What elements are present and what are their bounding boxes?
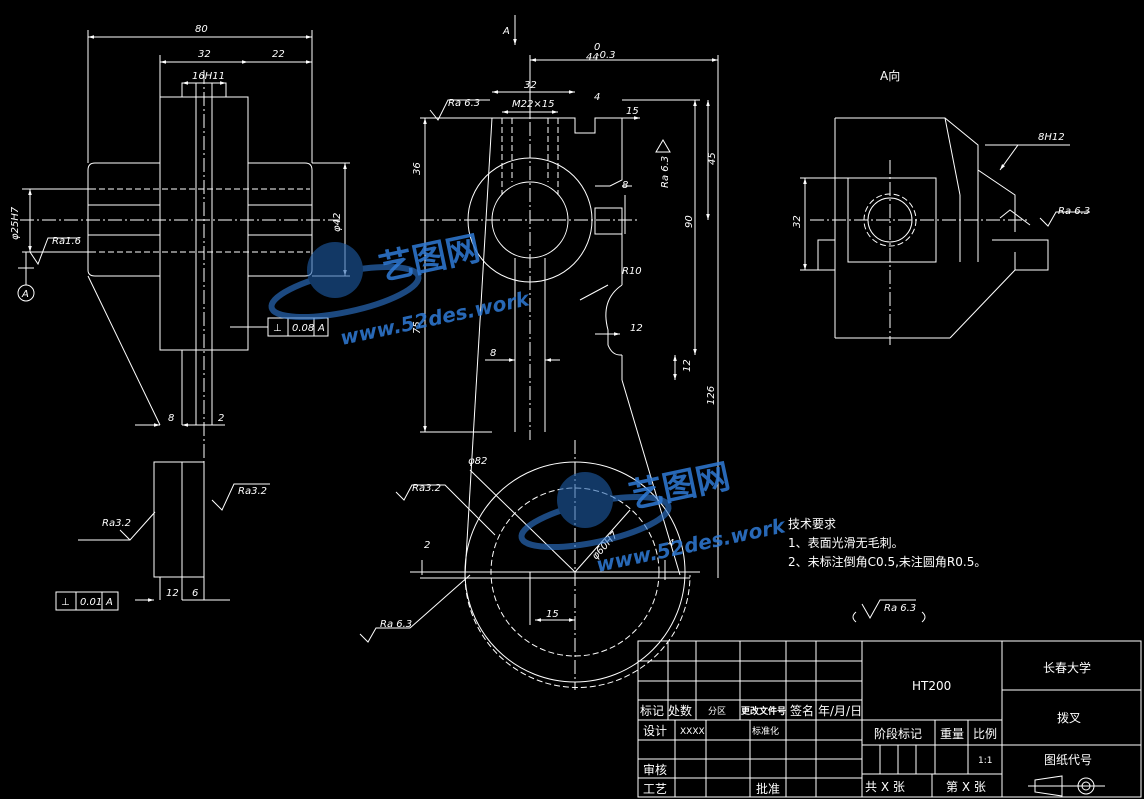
- dim-bore: φ25H7: [10, 206, 21, 240]
- rev-col-zone: 分区: [708, 706, 726, 717]
- dim-d8: 8: [622, 180, 628, 191]
- dim-thread: M22×15: [512, 99, 554, 110]
- roughness-ra63c: Ra 6.3: [380, 619, 412, 630]
- dim-r10: R10: [622, 266, 642, 277]
- rev-col-sign: 签名: [790, 703, 814, 718]
- dim-d12: 12: [630, 323, 643, 334]
- dim-w6: 6: [192, 588, 198, 599]
- sheet-no: 第 X 张: [946, 780, 986, 794]
- watermark-url-1: www.52des.work: [338, 286, 533, 350]
- approve-label: 批准: [756, 781, 780, 796]
- roughness-ra63a: Ra 6.3: [448, 98, 480, 109]
- watermark-brand-2: 艺图网: [626, 456, 734, 516]
- dim-d32: 32: [792, 215, 803, 228]
- standard-label: 标准化: [752, 725, 779, 737]
- dim-d4: 4: [594, 92, 600, 103]
- dim-h75: 75: [412, 321, 423, 334]
- dim-d82: φ82: [468, 456, 487, 467]
- dim-total: 80: [195, 24, 208, 35]
- tol2-datum: A: [105, 597, 113, 608]
- tech-notes-line2: 2、未标注倒角C0.5,未注圆角R0.5。: [788, 554, 986, 569]
- dim-w32: 32: [524, 80, 537, 91]
- school: 长春大学: [1043, 660, 1091, 675]
- a-view-text: A向 8H12 32 Ra 6.3: [792, 68, 1090, 228]
- stage-label: 阶段标记: [874, 726, 922, 741]
- dim-w12: 12: [166, 588, 179, 599]
- dim-gap: 2: [218, 413, 224, 424]
- rev-col-count: 处数: [668, 703, 692, 718]
- general-roughness-label: Ra 6.3: [884, 603, 916, 614]
- a-view-title: A向: [880, 68, 900, 83]
- tol1-datum: A: [317, 323, 325, 334]
- dim-rib8: 8: [490, 348, 496, 359]
- watermark-logo: [268, 242, 672, 551]
- dim-dia: φ42: [332, 213, 343, 232]
- material: HT200: [912, 679, 951, 693]
- title-block: [637, 640, 1142, 798]
- dim-top: 44: [586, 52, 599, 63]
- dim-rib: 8: [168, 413, 174, 424]
- rev-col-mark: 标记: [640, 704, 664, 718]
- dim-h36: 36: [412, 162, 423, 175]
- part-name: 拨叉: [1057, 711, 1081, 725]
- title-block-text: HT200 长春大学 拨叉 图纸代号 阶段标记 重量 比例 1:1 共 X 张 …: [640, 660, 1092, 796]
- dim-h90: 90: [684, 215, 695, 228]
- dim-h126: 126: [706, 386, 717, 405]
- general-roughness: [852, 599, 926, 623]
- datum-label: A: [21, 289, 29, 300]
- watermark-url-2: www.52des.work: [594, 513, 789, 577]
- dim-flange: 22: [272, 49, 285, 60]
- tol2-symbol: ⊥: [61, 597, 70, 608]
- design-label: 设计: [643, 724, 667, 738]
- rev-col-date: 年/月/日: [818, 704, 862, 718]
- dim-h45: 45: [707, 152, 718, 165]
- tol2-value: 0.01: [80, 597, 102, 608]
- tol1-value: 0.08: [292, 323, 314, 334]
- tech-notes-line1: 1、表面光滑无毛刺。: [788, 536, 904, 550]
- process-label: 工艺: [643, 782, 667, 796]
- front-view: [359, 55, 719, 690]
- view-arrow-label: A: [502, 26, 510, 37]
- dim-d2: 2: [424, 540, 430, 551]
- left-view-text: 80 32 22 16H11 φ25H7 φ42 8 2 12 6 Ra1.6 …: [10, 24, 343, 608]
- dim-top-tol: -0.3: [596, 50, 616, 61]
- dim-h8: 8H12: [1038, 132, 1065, 143]
- roughness-ra16: Ra1.6: [52, 236, 81, 247]
- tol1-symbol: ⊥: [273, 323, 282, 334]
- roughness-ra63-a: Ra 6.3: [1058, 206, 1090, 217]
- weight-label: 重量: [940, 727, 964, 741]
- roughness-ra63b: Ra 6.3: [660, 156, 671, 188]
- tech-notes-title: 技术要求: [788, 517, 836, 531]
- dim-d15b: 15: [546, 609, 559, 620]
- a-view: [800, 117, 1090, 345]
- dim-h12: 12: [682, 359, 693, 372]
- dim-top-tol-up: 0: [594, 42, 600, 53]
- roughness-ra32a: Ra3.2: [238, 486, 267, 497]
- designer: XXXX: [680, 727, 705, 737]
- dim-slot: 16H11: [192, 71, 225, 82]
- dim-d4b: 4: [668, 538, 674, 549]
- dim-width: 32: [198, 49, 211, 60]
- drawing-no: 图纸代号: [1044, 753, 1092, 767]
- scale-value: 1:1: [978, 756, 992, 766]
- scale-label: 比例: [973, 727, 997, 741]
- roughness-ra32: Ra3.2: [412, 483, 441, 494]
- sheets-total: 共 X 张: [865, 780, 905, 794]
- watermark-brand-1: 艺图网: [376, 228, 484, 288]
- tech-notes: 技术要求 1、表面光滑无毛刺。 2、未标注倒角C0.5,未注圆角R0.5。: [788, 517, 986, 569]
- rev-col-file: 更改文件号: [741, 705, 786, 717]
- roughness-ra32b: Ra3.2: [102, 518, 131, 529]
- review-label: 审核: [643, 762, 667, 777]
- dim-d15: 15: [626, 106, 639, 117]
